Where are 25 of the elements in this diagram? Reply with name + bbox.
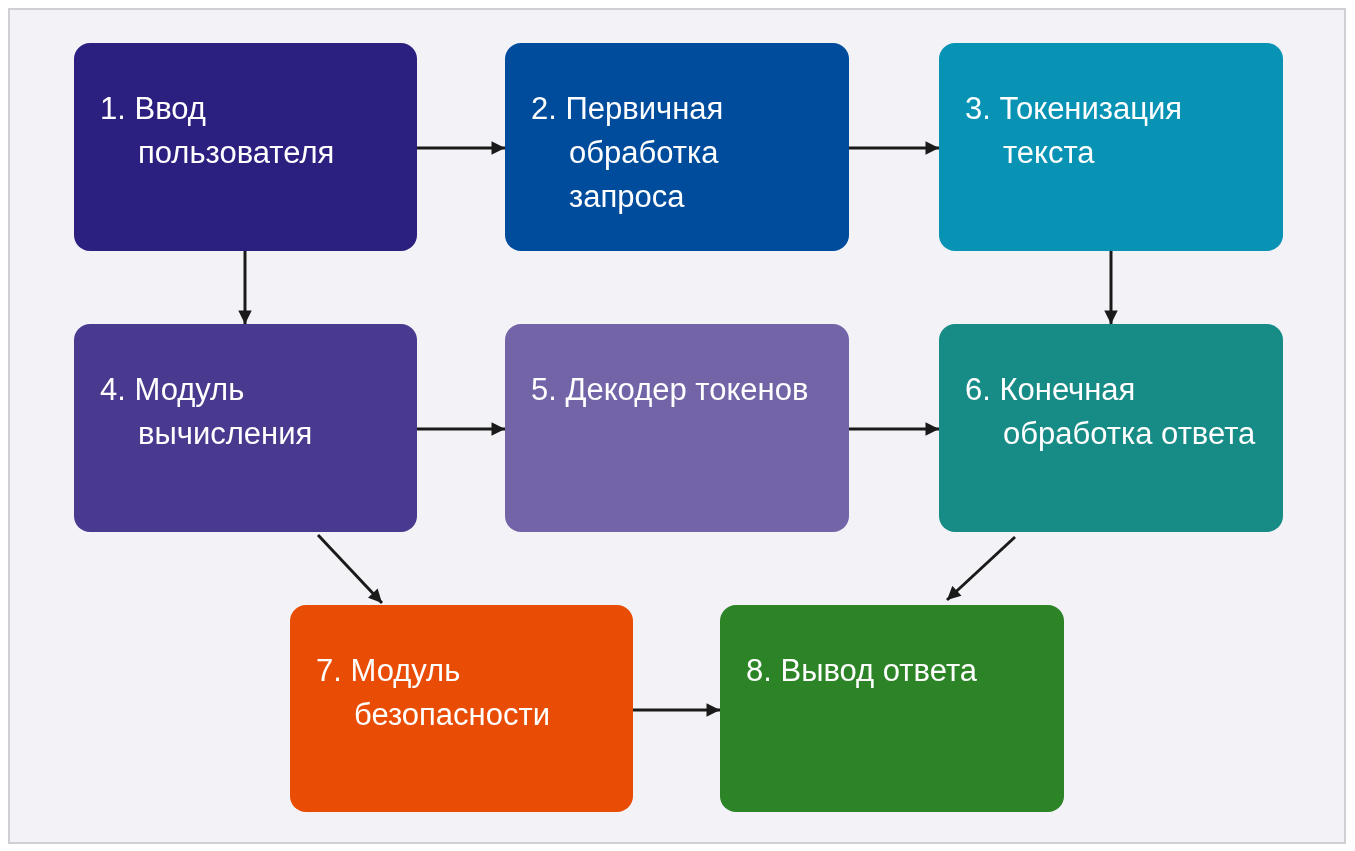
- process-box: [290, 605, 633, 812]
- arrow: [238, 251, 252, 324]
- step-label: 4. Модуль вычисления: [100, 371, 314, 453]
- process-box: [505, 324, 849, 532]
- process-box: [939, 324, 1283, 532]
- arrow: [316, 533, 384, 605]
- step-label: 5. Декодер токенов: [531, 371, 810, 409]
- process-box: [74, 324, 417, 532]
- arrow: [849, 141, 939, 155]
- arrow: [417, 422, 505, 436]
- process-box: [74, 43, 417, 251]
- process-box: [505, 43, 849, 251]
- process-box: [720, 605, 1064, 812]
- step-label: 1. Ввод пользователя: [100, 90, 336, 172]
- arrow: [849, 422, 939, 436]
- arrow: [417, 141, 505, 155]
- step-label: 3. Токенизация текста: [965, 90, 1184, 172]
- step-label: 8. Вывод ответа: [746, 652, 978, 690]
- step-label: 7. Модуль безопасности: [316, 652, 551, 734]
- arrow: [633, 703, 720, 717]
- arrow: [1104, 251, 1118, 324]
- arrow: [946, 535, 1016, 602]
- process-box: [939, 43, 1283, 251]
- step-label: 2. Первичная обработка запроса: [531, 90, 725, 216]
- step-label: 6. Конечная обработка ответа: [965, 371, 1257, 453]
